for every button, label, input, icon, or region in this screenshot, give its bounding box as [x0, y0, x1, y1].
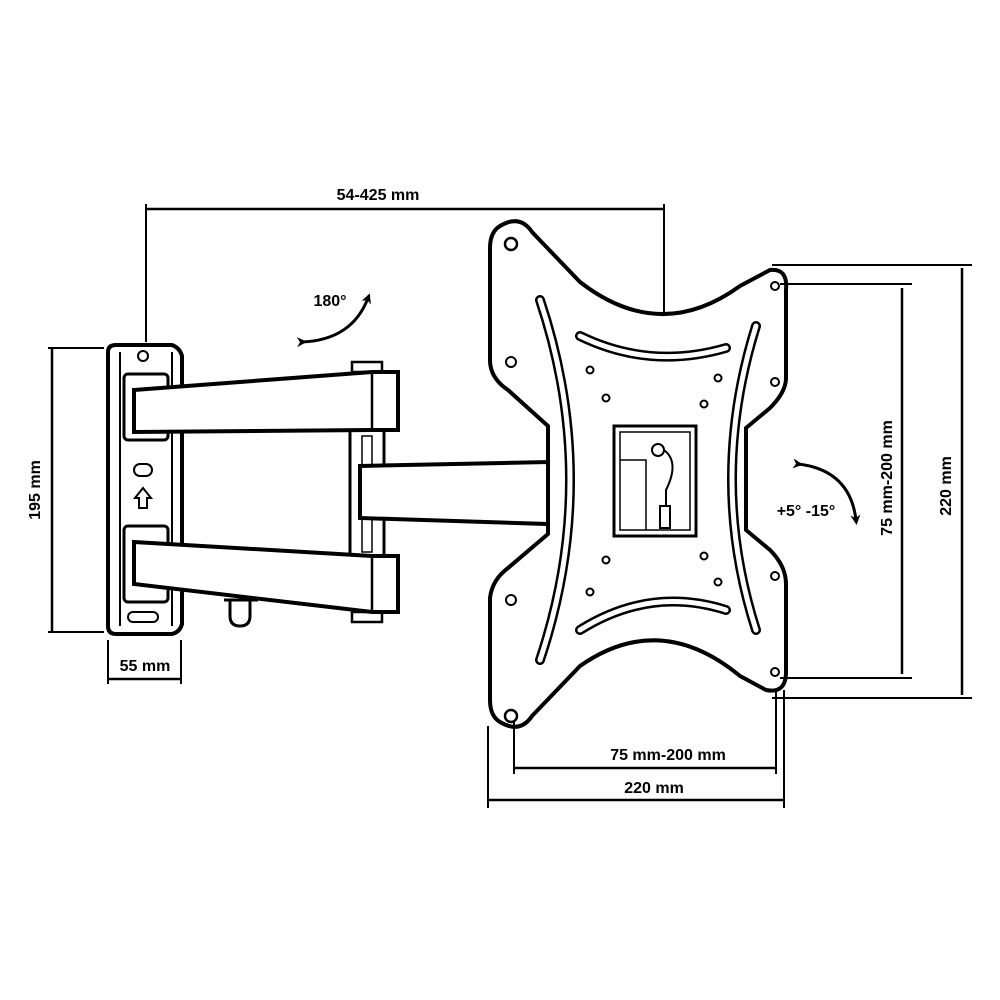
- wall-plate-depth-label: 55 mm: [120, 658, 171, 675]
- tilt-arrow-icon: [792, 458, 861, 525]
- wall-plate-screw-hole-top: [137, 350, 149, 362]
- plate-height-label: 220 mm: [938, 456, 955, 516]
- tilt-label: +5° -15°: [777, 503, 836, 520]
- wall-plate-slot: [133, 463, 153, 477]
- dimension-plate-height: 220 mm: [772, 264, 972, 699]
- wall-plate-height-label: 195 mm: [27, 460, 44, 520]
- swivel-annotation: 180°: [296, 293, 371, 348]
- dimension-arm-extension: 54-425 mm: [145, 187, 665, 342]
- dimension-wall-plate-depth: 55 mm: [107, 640, 182, 684]
- dimension-plate-width: 220 mm: [487, 690, 785, 808]
- dimension-wall-plate-height: 195 mm: [27, 347, 104, 633]
- swing-arms: [132, 360, 550, 628]
- dimension-vesa-vertical: 75 mm-200 mm: [780, 283, 912, 679]
- vesa-vertical-label: 75 mm-200 mm: [879, 420, 896, 536]
- up-arrow-icon: [132, 486, 154, 509]
- tilt-annotation: +5° -15°: [777, 458, 861, 525]
- swivel-label: 180°: [313, 293, 346, 310]
- arm-extension-label: 54-425 mm: [337, 187, 420, 204]
- dimension-vesa-horizontal: 75 mm-200 mm: [513, 690, 777, 774]
- plate-width-label: 220 mm: [624, 780, 684, 797]
- vesa-plate: [488, 219, 789, 729]
- swivel-arrow-icon: [296, 293, 371, 348]
- vesa-horizontal-label: 75 mm-200 mm: [610, 747, 726, 764]
- wall-plate-slot-bottom: [127, 611, 159, 623]
